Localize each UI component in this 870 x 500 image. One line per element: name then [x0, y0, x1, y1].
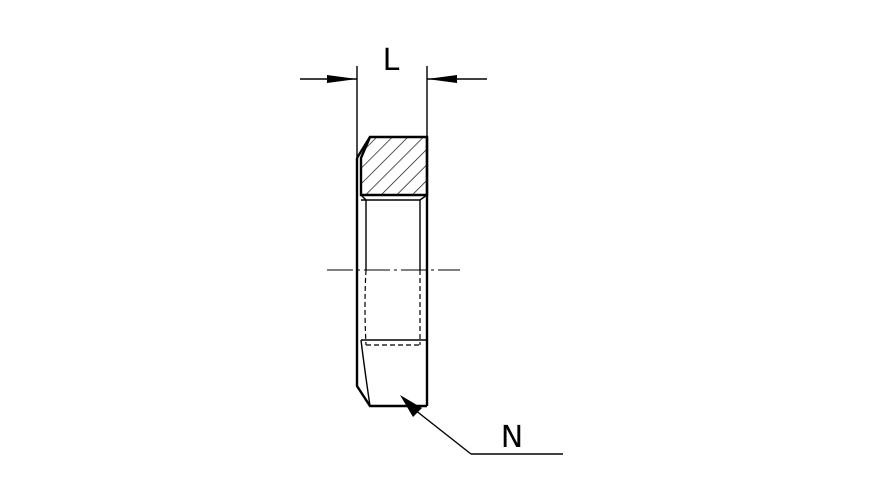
dimension-l: L — [300, 43, 487, 158]
arrowhead-left — [327, 75, 357, 83]
dimension-label: L — [383, 43, 400, 78]
thread-chamfer-left — [360, 194, 367, 201]
top-chamfer — [355, 136, 372, 159]
thread-chamfer-right — [419, 194, 428, 201]
nut-body — [355, 136, 429, 408]
arrowhead-right — [427, 75, 457, 83]
leader-line — [409, 405, 472, 455]
section-outline — [359, 135, 429, 197]
hex-edge-curve — [360, 339, 371, 407]
hidden-line-left — [364, 269, 367, 346]
section-hatching — [361, 137, 427, 195]
hidden-thread-lines — [364, 269, 421, 346]
callout-n: N — [400, 395, 563, 455]
left-face-line — [355, 158, 427, 408]
callout-label: N — [501, 420, 523, 455]
hatched-section — [359, 135, 429, 197]
